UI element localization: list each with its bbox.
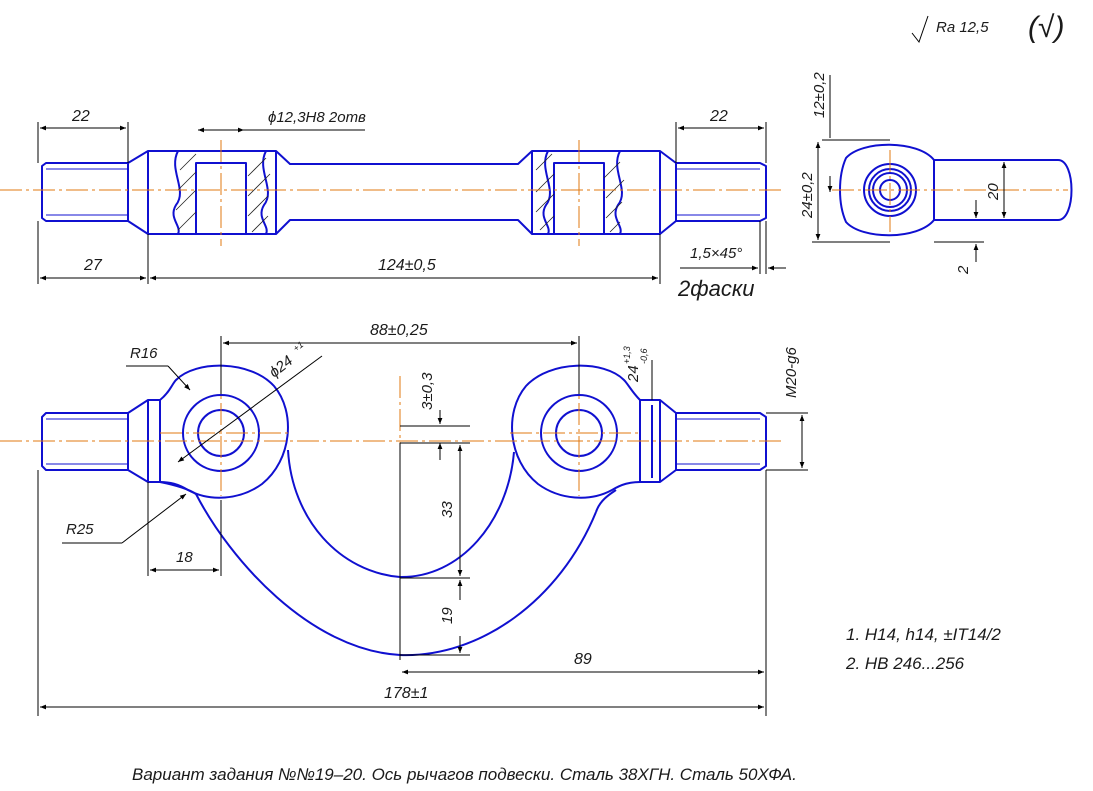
front-view: 22 ϕ12,3H8 2отв 22 27 124±0,5 1,5×45° 2ф… [0,108,786,301]
dim-side-width: 20 [985,183,1002,201]
dim-radius-large: R25 [66,521,94,538]
dim-left-shank: 18 [176,549,193,566]
drawing-caption: Вариант задания №№19–20. Ось рычагов под… [132,765,797,784]
dim-arc-thickness: 19 [439,607,456,624]
dim-overall-length: 178±1 [384,685,428,702]
dim-chamfer: 1,5×45° [690,245,742,262]
dim-eye-height-tol-low: -0,6 [639,348,649,364]
note-line-1: 1. H14, h14, ±IT14/2 [846,625,1001,644]
roughness-other-symbol: (√) [1028,11,1064,44]
dim-center-distance: 88±0,25 [370,322,428,339]
technical-notes: 1. H14, h14, ±IT14/2 2. HB 246...256 [845,625,1001,673]
side-view: 12±0,2 24±0,2 20 2 [799,72,1073,275]
left-eye [159,364,289,499]
dim-side-height: 24±0,2 [799,172,816,219]
dim-eye-height-tol-up: +1,3 [622,346,632,364]
roughness-value: Ra 12,5 [936,19,989,36]
dim-side-bottom: 2 [955,265,972,275]
dim-offset: 3±0,3 [419,372,436,410]
side-view-outline [839,143,1073,237]
arc-body [195,493,597,657]
front-view-outline [41,150,767,235]
dim-arc-inner: 33 [439,501,456,518]
dim-right-thread: 22 [709,108,728,125]
dim-center-len: 124±0,5 [378,257,436,274]
dim-left-thread: 22 [71,108,90,125]
dim-thread: M20-g6 [783,346,800,398]
dim-radius-small: R16 [130,345,158,362]
dim-hole-callout: ϕ12,3H8 2отв [268,109,366,126]
section-hatching [175,153,625,233]
dim-eye-diameter-tol: +1 [291,339,305,353]
right-eye [511,364,641,499]
arc-inner [287,449,515,579]
chamfer-note: 2фаски [677,276,754,301]
dim-left-len: 27 [83,257,103,274]
note-line-2: 2. HB 246...256 [845,654,965,673]
dim-side-top: 12±0,2 [811,72,828,118]
dim-half-length: 89 [574,651,592,668]
dim-eye-diameter: ϕ24 [266,352,296,381]
roughness-mark: Ra 12,5 (√) [911,11,1064,44]
dim-eye-height: 24 [625,365,642,383]
top-view: 88±0,25 R16 ϕ24 +1 3±0,3 24 +1,3 -0,6 M2… [0,322,808,716]
